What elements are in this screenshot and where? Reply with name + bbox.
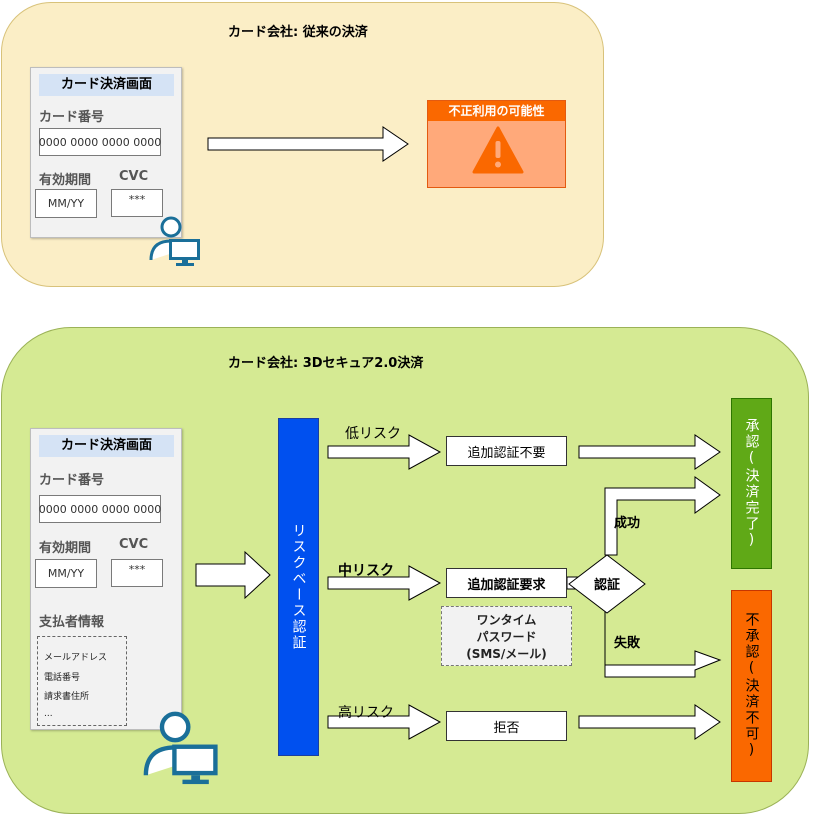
3ds-panel-title: カード会社: 3Dセキュア2.0決済 xyxy=(228,356,424,371)
cvc-label: CVC xyxy=(119,537,149,552)
no-additional-auth-box: 追加認証不要 xyxy=(446,436,567,466)
cvc-label: CVC xyxy=(119,169,149,184)
form-header: カード決済画面 xyxy=(39,74,174,96)
fraud-warning-title: 不正利用の可能性 xyxy=(428,101,565,121)
traditional-panel-title: カード会社: 従来の決済 xyxy=(228,25,368,40)
mid-risk-label: 中リスク xyxy=(338,563,394,579)
card-number-label: カード番号 xyxy=(39,110,105,125)
payer-phone-item: 電話番号 xyxy=(44,673,81,683)
approve-box: 承認(決済完了) xyxy=(731,398,772,569)
card-number-label: カード番号 xyxy=(39,473,105,488)
expiry-label: 有効期間 xyxy=(39,541,92,556)
card-payment-form-3ds: カード決済画面 カード番号 0000 0000 0000 0000 有効期間 C… xyxy=(30,428,182,730)
card-payment-form: カード決済画面 カード番号 0000 0000 0000 0000 有効期間 C… xyxy=(30,67,182,238)
fraud-warning-box: 不正利用の可能性 xyxy=(427,100,566,188)
success-arrow xyxy=(604,476,721,556)
cvc-field[interactable]: *** xyxy=(111,189,163,217)
warning-triangle-icon xyxy=(472,126,524,174)
high-risk-arrow xyxy=(327,704,442,740)
payer-address-item: 請求書住所 xyxy=(44,692,90,702)
decision-label: 認証 xyxy=(593,578,620,593)
low-risk-arrow xyxy=(327,434,442,470)
payer-more-item: ... xyxy=(44,709,53,719)
top-flow-arrow xyxy=(207,126,409,162)
deny-box: 拒否 xyxy=(446,711,567,741)
form-to-risk-arrow xyxy=(195,550,271,600)
success-label: 成功 xyxy=(614,516,641,531)
no-auth-to-approve-arrow xyxy=(578,434,721,470)
reject-box: 不承認(決済不可) xyxy=(731,590,772,782)
failure-label: 失敗 xyxy=(614,636,641,651)
otp-line-1: ワンタイム xyxy=(476,613,537,627)
otp-line-2: パスワード xyxy=(476,630,537,644)
one-time-password-box: ワンタイム パスワード (SMS/メール) xyxy=(441,606,572,666)
card-number-field[interactable]: 0000 0000 0000 0000 xyxy=(39,128,161,156)
cvc-field[interactable]: *** xyxy=(111,559,163,587)
user-at-computer-icon xyxy=(143,711,218,785)
low-risk-label: 低リスク xyxy=(345,426,401,442)
high-risk-label: 高リスク xyxy=(338,705,394,721)
expiry-field[interactable]: MM/YY xyxy=(35,559,97,588)
payer-info-label: 支払者情報 xyxy=(39,615,105,630)
risk-based-auth-bar: リスクベース認証 xyxy=(278,418,319,756)
expiry-label: 有効期間 xyxy=(39,173,92,188)
failure-arrow xyxy=(604,611,722,678)
card-number-field[interactable]: 0000 0000 0000 0000 xyxy=(39,495,161,523)
form-header: カード決済画面 xyxy=(39,435,174,457)
otp-line-3: (SMS/メール) xyxy=(466,647,547,661)
deny-to-reject-arrow xyxy=(578,704,721,740)
auth-decision-diamond xyxy=(568,554,646,614)
expiry-field[interactable]: MM/YY xyxy=(35,189,97,218)
additional-auth-required-box: 追加認証要求 xyxy=(446,568,567,598)
payer-email-item: メールアドレス xyxy=(44,653,108,663)
mid-risk-arrow xyxy=(327,565,442,601)
payer-info-box: メールアドレス 電話番号 請求書住所 ... xyxy=(37,636,127,726)
user-at-computer-icon xyxy=(149,216,200,266)
